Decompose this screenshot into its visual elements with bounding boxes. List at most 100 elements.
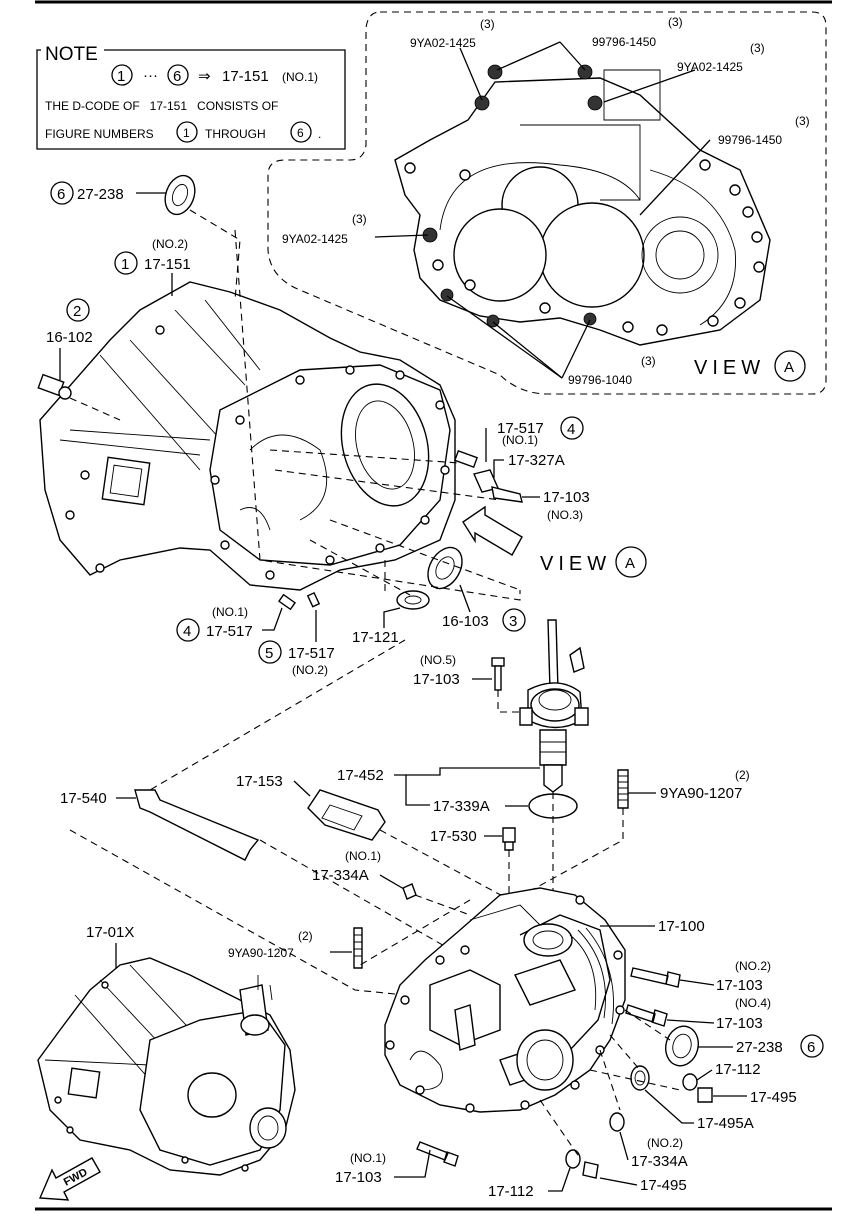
note-line2: THE D-CODE OF 17-151 CONSISTS OF [45,99,278,113]
shift-mechanism-17-452 [519,619,589,793]
c10-code: 16-103 [442,613,489,630]
c12-code: 17-153 [236,773,283,790]
view-a-panel: (3) 9YA02-1425 (3) 99796-1450 (3) 9YA02-… [267,11,827,395]
va1-qty: (3) [480,17,495,31]
c8-code: 17-517 [288,645,335,662]
c23-note: (NO.4) [735,996,771,1010]
view-a-bolts [422,64,603,328]
c3-fig: 2 [73,303,81,320]
c4-note: (NO.1) [502,433,538,447]
c18-note: (NO.1) [345,849,381,863]
c5-code: 17-327A [508,452,565,469]
va3-qty: (3) [750,41,765,55]
plug-17-495-lower [582,1161,599,1179]
oring-17-112-right [682,1073,698,1091]
va6-qty: (3) [641,354,656,368]
c18-code: 17-334A [312,867,369,884]
c28-note: (NO.2) [647,1136,683,1150]
bolt-17-103-no2 [630,967,681,988]
fwd-arrow: FWD [38,1157,101,1201]
va4-qty: (3) [795,114,810,128]
plug-17-530 [502,827,516,851]
note-box: NOTE 1 ··· 6 ⇒ 17-151 (NO.1) THE D-CODE … [36,44,346,150]
bolt-17-103-no3 [491,486,523,503]
c22-note: (NO.2) [735,959,771,973]
c4-fig: 4 [567,421,575,438]
c6-note: (NO.3) [547,508,583,522]
c15-code: 17-339A [433,798,490,815]
bolt-17-103-no1-lower [416,1141,459,1167]
c29-note: (NO.1) [350,1151,386,1165]
plug-17-495-right [697,1087,713,1103]
c29-code: 17-103 [335,1169,382,1186]
c16-qty: (2) [735,768,750,782]
note-range-start: 1 [117,68,125,85]
transaxle-case [384,887,713,1179]
note-line3c: . [318,127,321,141]
c2-fig: 1 [121,256,129,273]
note-line3a: FIGURE NUMBERS [45,127,154,141]
c11-note: (NO.5) [420,653,456,667]
dowel-17-517-b [277,593,297,611]
c14-code: 17-540 [60,790,107,807]
assembled-transaxle-17-01X: 17-01X FWD [37,924,296,1201]
c7-fig: 4 [183,623,191,640]
note-range-sep: ··· [143,67,158,84]
c25-code: 17-112 [715,1061,761,1078]
c17-code: 17-530 [430,828,477,845]
c3-code: 16-102 [46,329,93,346]
bolt-17-103-no4 [625,1004,668,1027]
note-line3b: THROUGH [205,127,266,141]
view-a-letter: A [784,359,794,376]
plug-17-495A [630,1065,650,1091]
va5-code: 9YA02-1425 [282,232,348,246]
c27-code: 17-495A [697,1115,754,1132]
note-title: NOTE [45,44,98,65]
bolt-17-103-no5 [491,657,505,691]
va5-qty: (3) [352,212,367,226]
plug-16-102 [37,373,72,400]
c26-code: 17-495 [750,1089,797,1106]
seal-27-238-top [164,174,196,216]
stud-9YA90-1207-a [617,769,629,809]
note-code-no: (NO.1) [282,70,318,84]
c28-code: 17-334A [631,1153,688,1170]
dowel-17-517-a [453,449,479,469]
c7-note: (NO.1) [212,605,248,619]
c8-note: (NO.2) [292,663,328,677]
va2-qty: (3) [668,15,683,29]
seal-17-121 [396,590,430,610]
va4-code: 99796-1450 [718,133,782,147]
pin-17-334A-no2 [609,1112,625,1132]
middle-callouts: (NO.5) 17-103 17-153 17-452 17-540 17-33… [60,653,750,890]
dowel-17-517-c [306,591,321,608]
cover-17-153 [307,789,386,841]
va6-code: 99796-1040 [568,373,632,387]
note-code: 17-151 [222,68,269,85]
c13-code: 17-452 [337,767,384,784]
seal-27-238-lower [665,1025,699,1067]
c19-code: 17-01X [86,924,134,941]
c22-code: 17-103 [716,977,763,994]
view-a-arrow-label: VIEW [540,553,611,575]
c11-code: 17-103 [413,671,460,688]
c4-code: 17-517 [497,420,544,437]
view-a-arrow [462,505,523,556]
c31-code: 17-495 [640,1177,687,1194]
c20-qty: (2) [298,929,313,943]
c24-code: 27-238 [736,1039,783,1056]
c20-code: 9YA90-1207 [228,946,294,960]
stud-9YA90-1207-b [353,927,363,969]
clutch-housing: VIEW A [37,174,647,611]
plate-17-540 [134,789,260,861]
c2-code: 17-151 [144,256,191,273]
va3-code: 9YA02-1425 [677,60,743,74]
c23-code: 17-103 [716,1015,763,1032]
c21-code: 17-100 [658,918,705,935]
c2-note: (NO.2) [152,237,188,251]
oring-17-112-lower [565,1149,581,1169]
va1-code: 9YA02-1425 [410,36,476,50]
va2-code: 99796-1450 [592,35,656,49]
view-a-arrow-letter: A [625,555,635,572]
